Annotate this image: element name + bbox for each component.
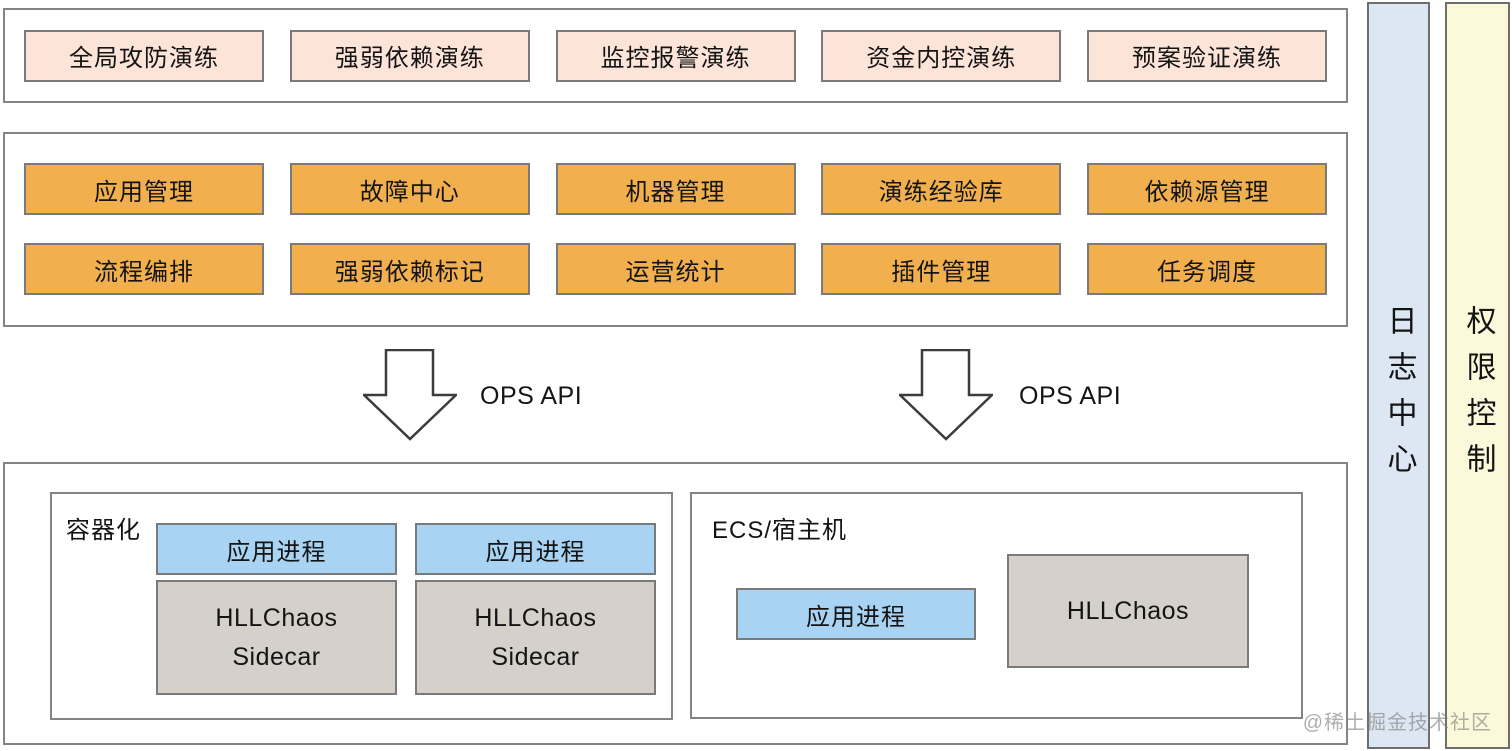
ops-api-label-left: OPS API [480,382,583,410]
watermark: @稀土掘金技术社区 [1302,712,1492,734]
containerized-group-title: 容器化 [66,517,141,544]
platform-box-machine-management: 机器管理 [555,163,796,215]
ops-api-connector-right: OPS API [899,349,1121,441]
app-process-box: 应用进程 [415,523,656,575]
scenario-layer-panel: 全局攻防演练 强弱依赖演练 监控报警演练 资金内控演练 预案验证演练 [3,8,1348,103]
platform-box-app-management: 应用管理 [24,163,264,215]
hllchaos-sidecar-box: HLLChaos Sidecar [415,580,656,695]
platform-box-strong-weak-dependency-marking: 强弱依赖标记 [289,243,530,295]
runtime-layer-panel: 容器化 应用进程 HLLChaos Sidecar 应用进程 HLLChaos … [3,462,1348,745]
platform-layer-panel: 应用管理 故障中心 机器管理 演练经验库 依赖源管理 流程编排 强弱依赖标记 运… [3,132,1348,327]
log-center-bar: 日志中心 [1367,2,1430,749]
agent-line-2: Sidecar [491,642,580,671]
ecs-host-group: ECS/宿主机 应用进程 HLLChaos [690,492,1303,719]
ecs-host-group-title: ECS/宿主机 [712,517,848,544]
app-process-box: 应用进程 [156,523,397,575]
ops-api-label-right: OPS API [1019,382,1122,410]
platform-row-1: 应用管理 故障中心 机器管理 演练经验库 依赖源管理 [24,163,1327,215]
permission-control-label: 权限控制 [1461,305,1495,489]
hllchaos-box: HLLChaos [1007,554,1249,668]
agent-line-1: HLLChaos [215,603,338,632]
agent-line-1: HLLChaos [474,603,597,632]
down-arrow-icon [899,349,993,441]
scenario-box-fund-control: 资金内控演练 [821,29,1062,82]
app-process-box: 应用进程 [736,588,976,640]
platform-box-task-scheduling: 任务调度 [1087,243,1327,295]
down-arrow-icon [363,349,457,441]
platform-row-2: 流程编排 强弱依赖标记 运营统计 插件管理 任务调度 [24,243,1327,295]
ops-api-connector-left: OPS API [363,349,582,441]
scenario-box-strong-weak-dependency: 强弱依赖演练 [289,29,530,82]
scenario-box-monitor-alarm: 监控报警演练 [555,29,796,82]
platform-box-drill-experience-library: 演练经验库 [821,163,1062,215]
platform-box-plugin-management: 插件管理 [821,243,1062,295]
platform-box-process-orchestration: 流程编排 [24,243,264,295]
permission-control-bar: 权限控制 [1445,2,1510,749]
scenario-box-global-attack-defense: 全局攻防演练 [24,29,264,82]
containerized-group: 容器化 应用进程 HLLChaos Sidecar 应用进程 HLLChaos … [50,492,673,720]
log-center-label: 日志中心 [1382,305,1416,489]
platform-box-operation-statistics: 运营统计 [555,243,796,295]
agent-line-2: Sidecar [232,642,321,671]
scenario-box-plan-verification: 预案验证演练 [1087,29,1327,82]
platform-box-dependency-source-management: 依赖源管理 [1087,163,1327,215]
hllchaos-sidecar-box: HLLChaos Sidecar [156,580,397,695]
platform-box-fault-center: 故障中心 [289,163,530,215]
